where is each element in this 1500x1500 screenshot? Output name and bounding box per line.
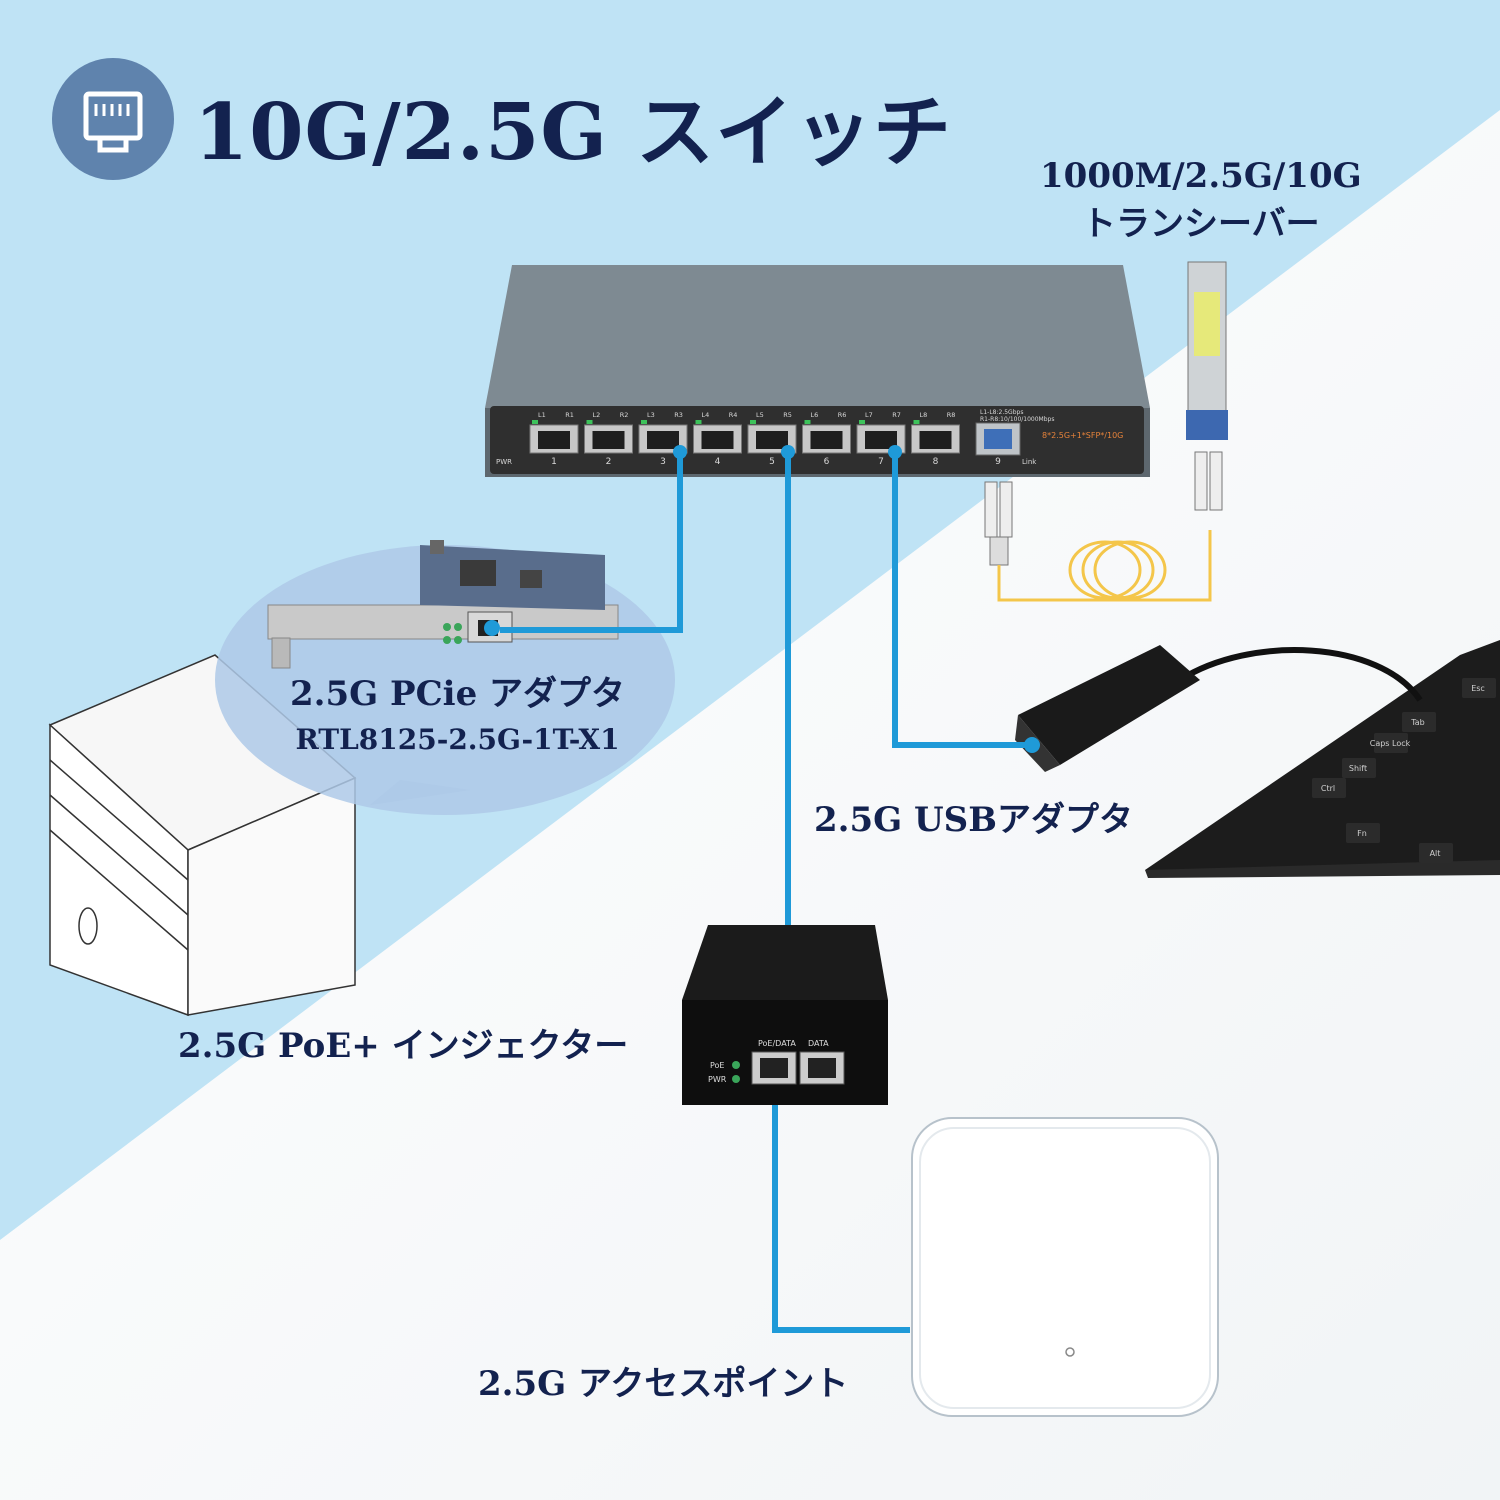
switch-port-led-8 — [914, 420, 920, 424]
switch-port-socket-8 — [920, 431, 952, 449]
switch-port-label-r5: R5 — [783, 411, 792, 419]
switch-port-label-r7: R7 — [892, 411, 901, 419]
laptop-key-label: Fn — [1357, 829, 1367, 838]
switch-port-led-6 — [805, 420, 811, 424]
switch-port-number-8: 8 — [933, 457, 939, 467]
usb-adapter-label: 2.5G USBアダプタ — [814, 792, 1133, 841]
laptop-key-label: Ctrl — [1321, 784, 1335, 793]
switch-port-socket-1 — [538, 431, 570, 449]
switch-legend-line2: R1-R8:10/100/1000Mbps — [980, 416, 1054, 423]
switch-port-number-4: 4 — [715, 457, 721, 467]
laptop-image — [1145, 640, 1500, 878]
switch-port-label-r1: R1 — [565, 411, 574, 419]
switch-port-label-l7: L7 — [865, 411, 873, 419]
laptop-key-label: Alt — [1430, 849, 1441, 858]
switch-port-led-7 — [859, 420, 865, 424]
switch-port-socket-6 — [811, 431, 843, 449]
switch-port-number-3: 3 — [660, 457, 666, 467]
switch-port-socket-5 — [756, 431, 788, 449]
sfp-transceiver-image — [1186, 262, 1228, 510]
switch-port-socket-3 — [647, 431, 679, 449]
switch-port-number-7: 7 — [878, 457, 884, 467]
switch-port-label-l6: L6 — [811, 411, 819, 419]
switch-port-led-4 — [696, 420, 702, 424]
switch-link-label: Link — [1022, 458, 1037, 466]
fiber-cable — [999, 530, 1210, 600]
laptop-key-label: Esc — [1471, 684, 1485, 693]
switch-legend-line1: L1-L8:2.5Gbps — [980, 409, 1023, 416]
switch-port-label-l2: L2 — [593, 411, 601, 419]
access-point-label: 2.5G アクセスポイント — [478, 1356, 848, 1405]
switch-port-led-5 — [750, 420, 756, 424]
pcie-adapter-label: 2.5G PCie アダプタ RTL8125-2.5G-1T-X1 — [290, 668, 625, 760]
switch-sfp-number: 9 — [995, 457, 1001, 467]
poe-port1-label: PoE/DATA — [758, 1039, 796, 1048]
poe-led1-label: PoE — [710, 1061, 725, 1070]
laptop-key-label: Tab — [1410, 718, 1425, 727]
switch-port-led-1 — [532, 420, 538, 424]
switch-port-label-r2: R2 — [620, 411, 629, 419]
switch-port-number-5: 5 — [769, 457, 775, 467]
switch-model-text: 8*2.5G+1*SFP*/10G — [1042, 431, 1123, 440]
switch-port-label-r6: R6 — [838, 411, 847, 419]
switch-port-led-2 — [587, 420, 593, 424]
switch-port-socket-2 — [593, 431, 625, 449]
switch-port-number-6: 6 — [824, 457, 830, 467]
switch-port-label-l5: L5 — [756, 411, 764, 419]
laptop-key-label: Caps Lock — [1370, 739, 1411, 748]
poe-injector-label: 2.5G PoE+ インジェクター — [178, 1018, 628, 1067]
pcie-label-line1: 2.5G PCie アダプタ — [290, 668, 625, 720]
switch-port-label-r3: R3 — [674, 411, 683, 419]
switch-port-label-r8: R8 — [947, 411, 956, 419]
switch-pwr-label: PWR — [496, 458, 512, 466]
switch-port-number-2: 2 — [606, 457, 612, 467]
switch-port-socket-4 — [702, 431, 734, 449]
switch-port-label-l1: L1 — [538, 411, 546, 419]
access-point-image — [912, 1118, 1218, 1416]
laptop-key-label: Shift — [1349, 764, 1367, 773]
fiber-plug-image — [985, 482, 1012, 565]
switch-port-label-l3: L3 — [647, 411, 655, 419]
switch-port-label-l4: L4 — [702, 411, 710, 419]
switch-port-number-1: 1 — [551, 457, 557, 467]
switch-sfp-module — [984, 429, 1012, 449]
pcie-label-line2: RTL8125-2.5G-1T-X1 — [290, 720, 625, 760]
switch-port-label-r4: R4 — [729, 411, 738, 419]
poe-port2-label: DATA — [808, 1039, 829, 1048]
switch-port-led-3 — [641, 420, 647, 424]
switch-port-label-l8: L8 — [920, 411, 928, 419]
poe-led2-label: PWR — [708, 1075, 727, 1084]
